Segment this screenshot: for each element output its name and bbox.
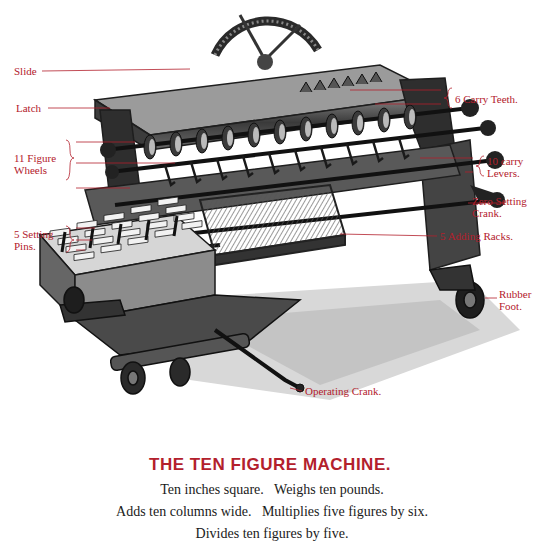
part-label: Slide <box>14 65 54 77</box>
caption-line: Divides ten figures by five. <box>2 526 540 542</box>
carry-levers <box>165 72 409 185</box>
caption-line: Ten inches square. Weighs ten pounds. <box>2 482 540 498</box>
part-label: Rubber Foot. <box>499 288 537 312</box>
part-label: Zero Setting Crank. <box>472 195 536 219</box>
caption-line: Adds ten columns wide. Multiplies five f… <box>2 504 540 520</box>
part-label: 6 Carry Teeth. <box>455 93 535 105</box>
shafts <box>105 108 495 255</box>
part-label: 5 Adding Racks. <box>440 230 536 242</box>
operating-crank <box>215 330 304 392</box>
part-label: 11 Figure Wheels <box>14 152 64 176</box>
part-label: 10 carry Levers. <box>487 155 537 179</box>
leader-lines <box>42 69 505 391</box>
part-label: Operating Crank. <box>305 385 405 397</box>
gear-sector <box>215 15 318 70</box>
base-and-feet <box>60 265 484 394</box>
part-label: Latch <box>16 102 56 114</box>
part-label: 5 Setting Pins. <box>14 228 64 252</box>
adding-racks <box>200 185 345 265</box>
figure-title: THE TEN FIGURE MACHINE. <box>0 455 540 475</box>
